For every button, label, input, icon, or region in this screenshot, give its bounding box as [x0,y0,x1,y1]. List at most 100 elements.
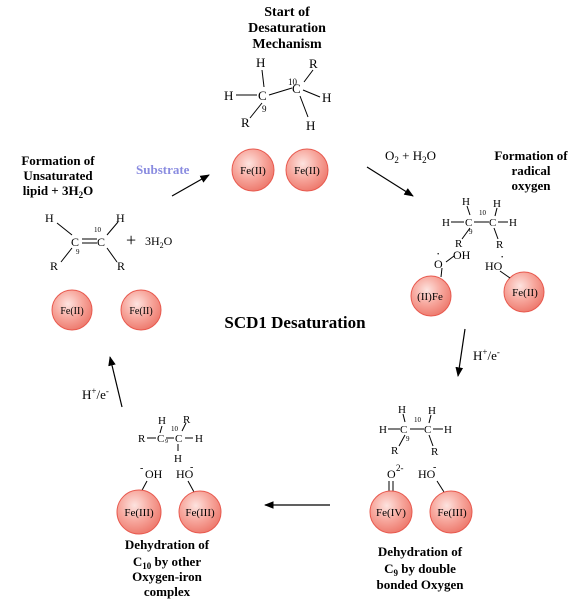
o2-h2o-label: O2 + H2O [385,148,436,165]
stage-bottom-right-title-3: bonded Oxygen [376,577,464,592]
stage-top-title-1: Start of [264,5,310,20]
plus-sign: + [126,230,136,250]
stage-right: Formation of radical oxygen H H C 9 R C … [410,148,568,317]
hydroxide-charge: - [140,463,143,474]
hydroxyl: HO [485,259,503,273]
atom-h: H [509,217,517,229]
iron-atom [410,275,452,317]
atom-r: R [496,239,504,251]
stage-bottom-right: H H C 9 R C 10 H H R O 2- HO - Fe(IV) Fe… [369,404,473,592]
molecule-bottom-left: R C 9 C 10 R H H H [138,414,203,465]
iron-atom [503,271,545,313]
iron-label: Fe(III) [185,507,215,519]
iron-atom [285,148,329,192]
stage-top-title-2: Desaturation [248,21,326,36]
molecule-bottom-right: H H C 9 R C 10 H H R [379,404,452,458]
atom-h: H [462,196,470,208]
radical-dot: · [436,246,440,261]
iron-atom [429,490,473,534]
atom-h: H [444,424,452,436]
h-e-label-right: H+/e- [473,347,500,363]
hydroxyl: OH [145,467,163,481]
atom-c10: C [489,217,496,229]
iron-label: Fe(II) [294,165,320,177]
stage-left-title-3: lipid + 3H2O [23,183,93,200]
locant-10: 10 [94,226,102,234]
atom-c10: C [424,424,431,436]
stage-bottom-left-title-3: Oxygen-iron [132,569,203,584]
hydroxide-charge: - [190,462,193,473]
stage-left-title-1: Formation of [21,153,95,168]
radical-dot: · [500,249,504,264]
atom-r: R [455,238,463,250]
stage-right-title-1: Formation of [494,148,568,163]
atom-h: H [45,211,54,225]
oxo-oxygen: O [387,467,396,481]
iron-atom [178,490,222,534]
atom-c9: C [71,235,79,249]
atom-c10: C [97,235,105,249]
atom-r: R [183,414,191,426]
iron-label: Fe(II) [512,287,538,299]
substrate-label: Substrate [136,162,190,177]
locant-10: 10 [414,416,422,424]
oxo-charge: 2- [396,463,404,473]
atom-h: H [379,424,387,436]
atom-c10: C [292,81,301,96]
atom-r: R [309,56,318,71]
stage-right-title-2: radical [512,163,551,178]
iron-atom [231,148,275,192]
atom-c9: C [258,88,267,103]
molecule-left: H H C 9 C 10 R R [45,211,125,273]
stage-bottom-right-title-1: Dehydration of [378,544,463,559]
iron-label: Fe(II) [129,306,152,317]
atom-c10: C [175,433,182,445]
hydroxide: HO [418,467,436,481]
stage-bottom-left-title-4: complex [144,584,191,599]
locant-9: 9 [262,104,267,114]
hydroxide-charge: - [433,462,436,473]
atom-h: H [256,55,265,70]
arrow-to-radical [366,166,414,197]
locant-9: 9 [76,248,80,256]
stage-bottom-left-title-1: Dehydration of [125,537,210,552]
stage-top-title-3: Mechanism [252,37,322,52]
stage-left: Formation of Unsaturated lipid + 3H2O H … [21,153,173,331]
iron-label: Fe(II) [60,306,83,317]
locant-10: 10 [479,209,487,217]
iron-label: (II)Fe [417,291,443,303]
iron-label: Fe(III) [437,507,467,519]
molecule-top: H H C 9 R C 10 R H H [224,55,331,133]
arrow-to-unsaturated [108,356,123,408]
atom-h: H [398,404,406,416]
atom-c9: C [400,424,407,436]
atom-r: R [241,115,250,130]
atom-r: R [391,445,399,457]
atom-r: R [50,259,58,273]
atom-r: R [117,259,125,273]
hydroperoxyl: OH [453,248,471,262]
atom-h: H [428,405,436,417]
atom-h: H [322,90,331,105]
stage-right-title-3: oxygen [512,178,552,193]
atom-h: H [195,433,203,445]
iron-atom [116,489,162,535]
iron-atom [120,289,162,331]
atom-h: H [493,198,501,210]
iron-atom [51,289,93,331]
stage-bottom-left-title-2: C10 by other [133,554,201,571]
atom-h: H [306,118,315,133]
iron-label: Fe(II) [240,165,266,177]
oxygen-atom: O [434,257,443,271]
arrow-to-start [171,174,210,197]
atom-c9: C [157,433,164,445]
stage-bottom-left: R C 9 C 10 R H H H - OH HO - Fe(III) Fe(… [116,414,222,599]
atom-r: R [431,446,439,458]
atom-h: H [224,88,233,103]
locant-9: 9 [406,435,410,443]
atom-h: H [442,217,450,229]
stage-bottom-right-title-2: C9 by double [384,561,456,578]
iron-label: Fe(III) [124,507,154,519]
